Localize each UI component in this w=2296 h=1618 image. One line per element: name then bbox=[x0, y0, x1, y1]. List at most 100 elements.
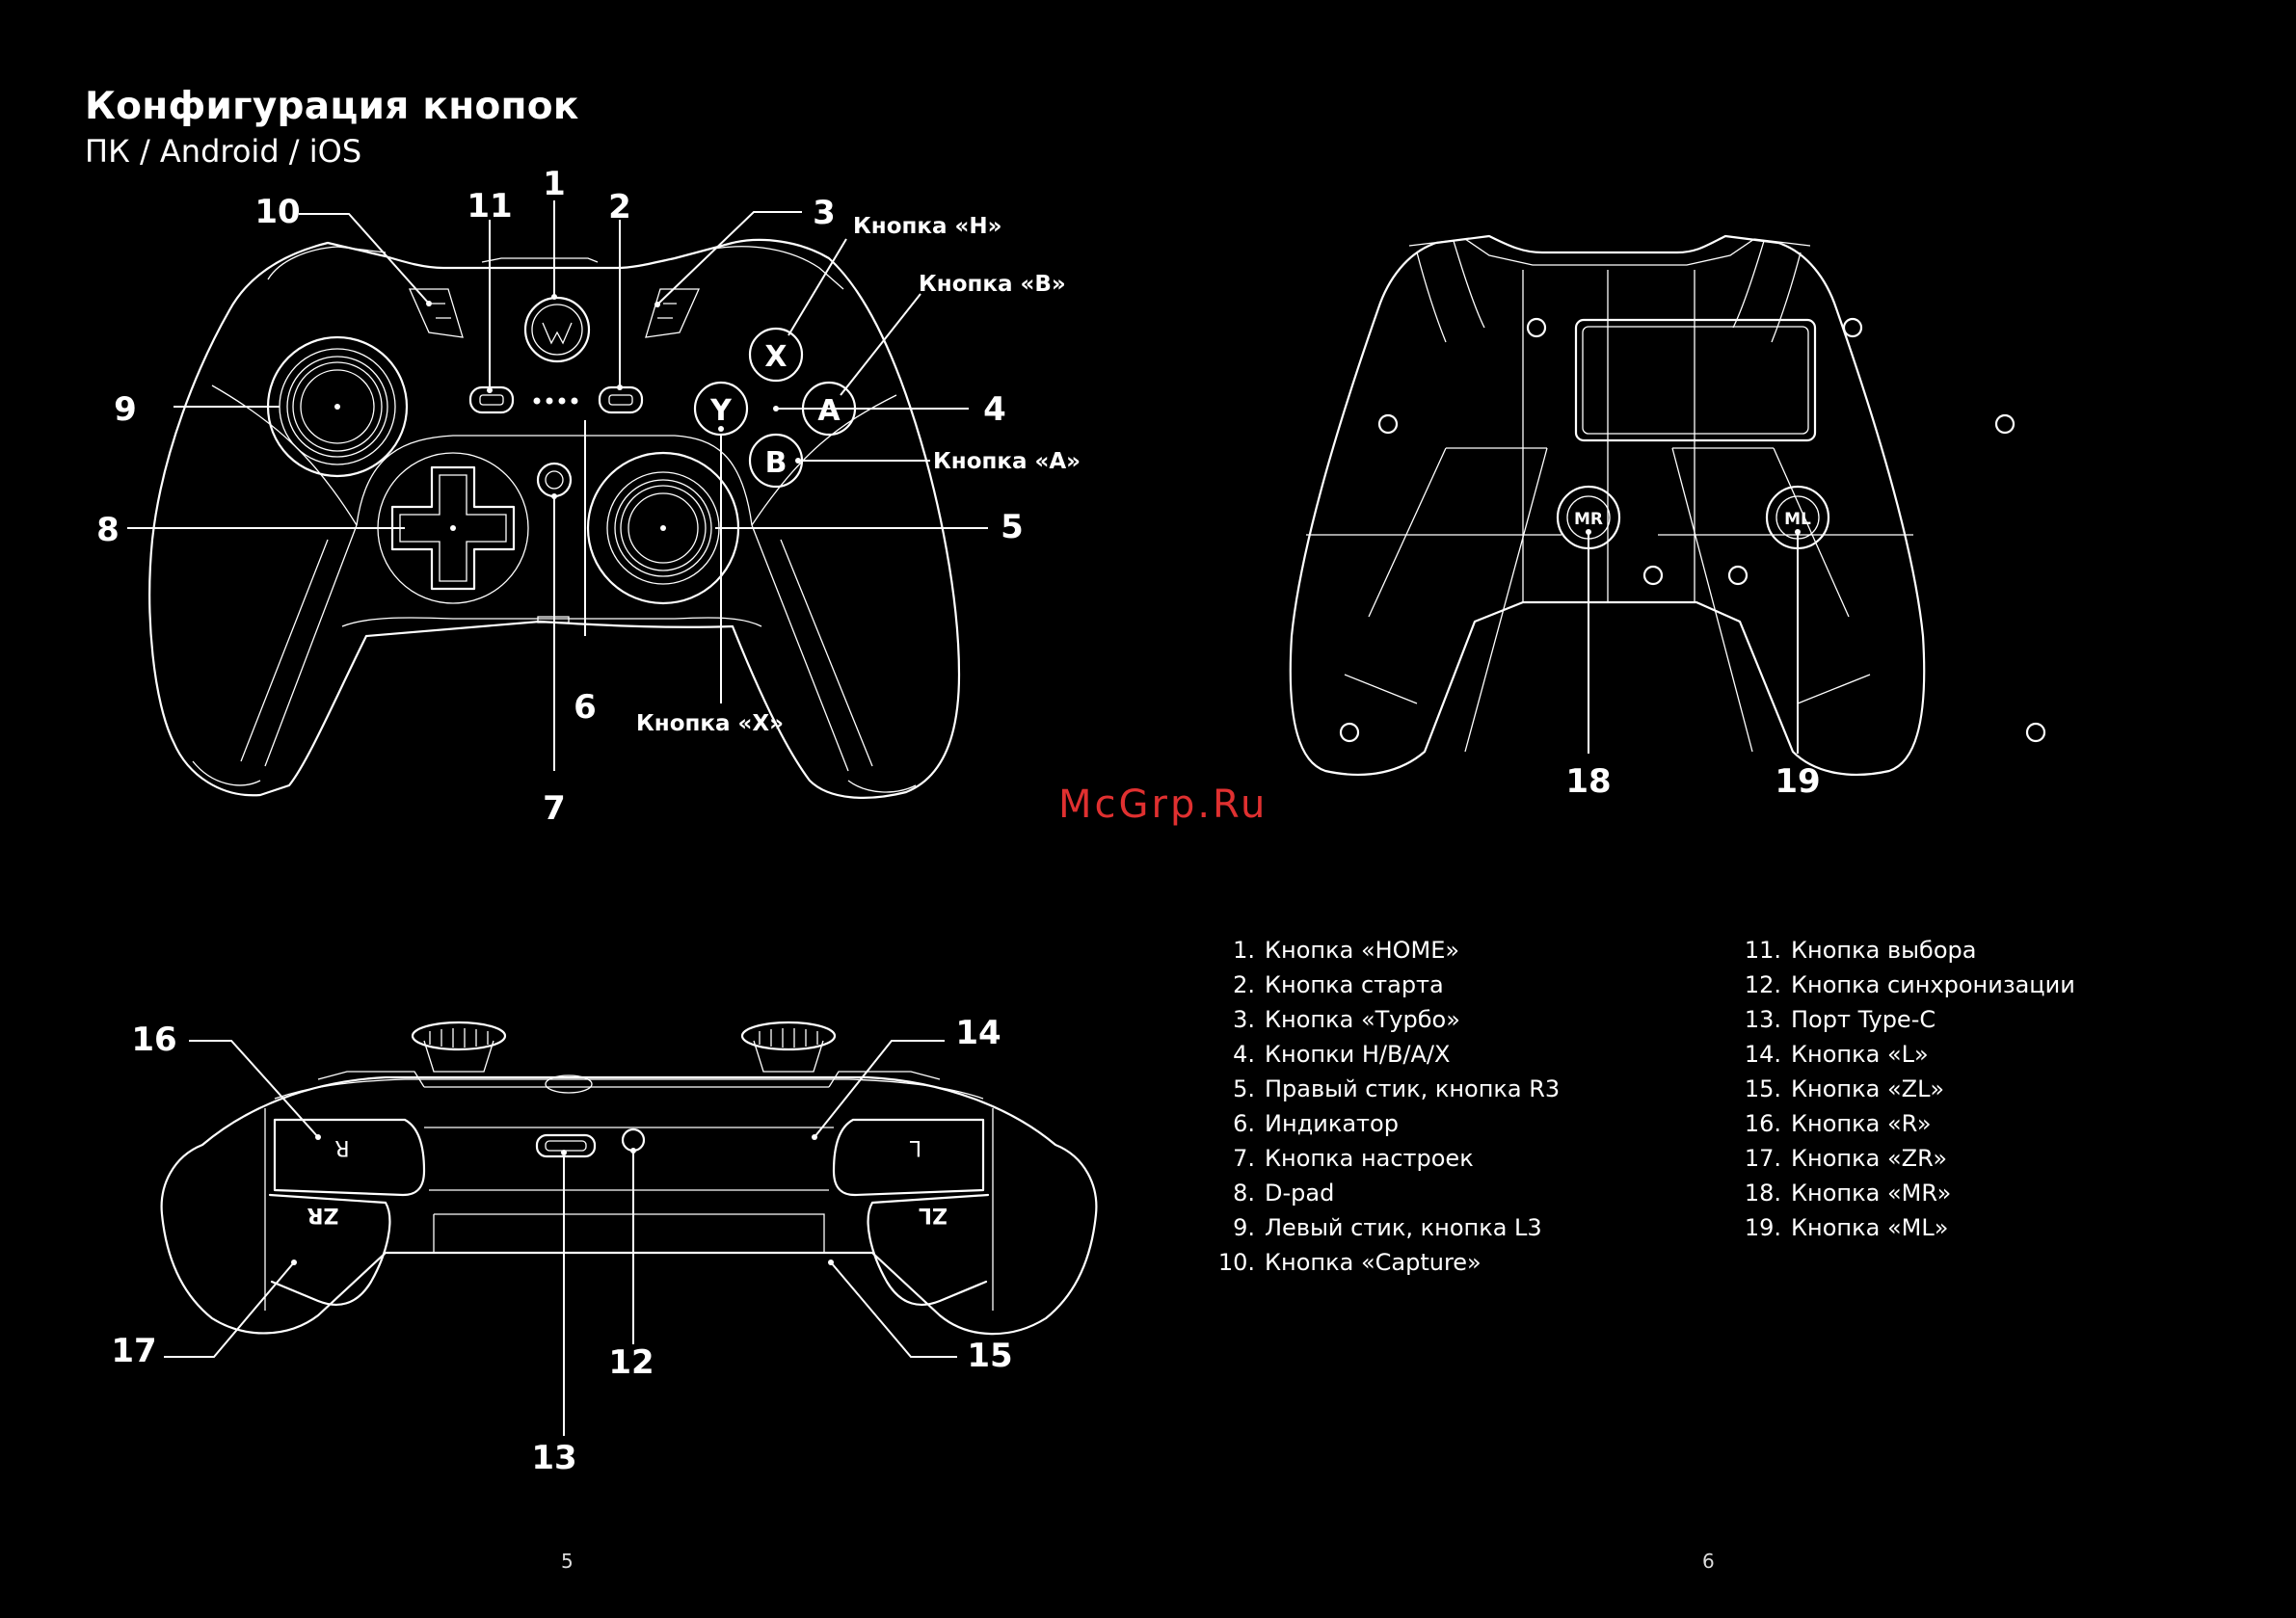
page-number-left: 5 bbox=[561, 1550, 574, 1573]
legend-item: 11. Кнопка выбора bbox=[1735, 933, 2075, 968]
callout-14: 14 bbox=[955, 1014, 1001, 1052]
legend-item-number: 15. bbox=[1744, 1075, 1781, 1102]
paddle-mr-label: MR bbox=[1574, 510, 1603, 529]
svg-text:R: R bbox=[334, 1135, 349, 1159]
legend-item-number: 1. bbox=[1233, 937, 1255, 964]
callout-7: 7 bbox=[543, 789, 566, 828]
page-number-right: 6 bbox=[1702, 1550, 1715, 1573]
legend-item-number: 9. bbox=[1233, 1214, 1255, 1241]
back-view-controller: MR ML bbox=[1289, 234, 2046, 777]
face-button-b-letter: B bbox=[765, 446, 788, 480]
legend-item: 19. Кнопка «ML» bbox=[1735, 1210, 2075, 1245]
legend-item-number: 12. bbox=[1744, 971, 1781, 998]
label-button-b: Кнопка «B» bbox=[919, 272, 1066, 297]
callout-16: 16 bbox=[131, 1021, 176, 1059]
callout-1: 1 bbox=[543, 165, 566, 203]
legend-item-text: D-pad bbox=[1265, 1180, 1335, 1207]
legend-item-text: Кнопка настроек bbox=[1265, 1145, 1474, 1172]
legend-item: 17. Кнопка «ZR» bbox=[1735, 1141, 2075, 1176]
legend-item-number: 10. bbox=[1217, 1249, 1255, 1276]
legend-item-text: Порт Type-C bbox=[1791, 1006, 1936, 1033]
legend-item-number: 6. bbox=[1233, 1110, 1255, 1137]
callout-18: 18 bbox=[1565, 762, 1611, 801]
svg-text:ZL: ZL bbox=[919, 1203, 948, 1227]
legend-item: 16. Кнопка «R» bbox=[1735, 1106, 2075, 1141]
top-view-controller: R L ZR ZL bbox=[160, 1021, 1098, 1336]
legend-item-text: Левый стик, кнопка L3 bbox=[1265, 1214, 1542, 1241]
callout-4: 4 bbox=[983, 390, 1006, 429]
legend-item-number: 13. bbox=[1744, 1006, 1781, 1033]
paddle-ml-label: ML bbox=[1784, 510, 1811, 529]
legend-item-text: Кнопка «ZR» bbox=[1791, 1145, 1947, 1172]
legend-item: 12. Кнопка синхронизации bbox=[1735, 968, 2075, 1002]
legend-item-number: 18. bbox=[1744, 1180, 1781, 1207]
legend-item-text: Кнопка «Турбо» bbox=[1265, 1006, 1460, 1033]
legend-item-text: Кнопка «ML» bbox=[1791, 1214, 1949, 1241]
legend-item-text: Кнопка синхронизации bbox=[1791, 971, 2075, 998]
face-button-a-letter: A bbox=[817, 394, 841, 428]
legend-item: 6. Индикатор bbox=[1209, 1106, 1560, 1141]
legend-item: 5. Правый стик, кнопка R3 bbox=[1209, 1072, 1560, 1106]
legend-item: 1. Кнопка «HOME» bbox=[1209, 933, 1560, 968]
label-button-x: Кнопка «X» bbox=[636, 711, 784, 736]
front-callout-lines bbox=[127, 200, 988, 771]
callout-15: 15 bbox=[967, 1337, 1012, 1375]
legend-item: 8. D-pad bbox=[1209, 1176, 1560, 1210]
svg-text:ZR: ZR bbox=[307, 1203, 339, 1227]
watermark: McGrp.Ru bbox=[1058, 782, 1268, 827]
legend-item-text: Кнопка старта bbox=[1265, 971, 1444, 998]
legend-item-text: Кнопка выбора bbox=[1791, 937, 1977, 964]
legend-item-number: 7. bbox=[1233, 1145, 1255, 1172]
label-button-h: Кнопка «H» bbox=[853, 214, 1002, 239]
svg-text:L: L bbox=[909, 1135, 921, 1159]
legend-item-number: 3. bbox=[1233, 1006, 1255, 1033]
legend-item: 14. Кнопка «L» bbox=[1735, 1037, 2075, 1072]
legend-item-number: 16. bbox=[1744, 1110, 1781, 1137]
face-button-y-letter: Y bbox=[709, 394, 733, 428]
label-button-a: Кнопка «A» bbox=[933, 449, 1081, 474]
legend-item-text: Кнопка «MR» bbox=[1791, 1180, 1952, 1207]
legend-item: 4. Кнопки H/B/A/X bbox=[1209, 1037, 1560, 1072]
legend-item-number: 5. bbox=[1233, 1075, 1255, 1102]
legend-item-number: 11. bbox=[1744, 937, 1781, 964]
front-callout-numbers: 1 2 3 4 5 6 7 8 9 10 11 Кнопка «H» Кнопк… bbox=[96, 165, 1081, 828]
legend-item-number: 4. bbox=[1233, 1041, 1255, 1068]
page-title: Конфигурация кнопок bbox=[85, 85, 579, 128]
callout-10: 10 bbox=[254, 193, 300, 231]
legend-item-number: 14. bbox=[1744, 1041, 1781, 1068]
legend-item-number: 19. bbox=[1744, 1214, 1781, 1241]
top-callouts: 12 13 14 15 16 17 bbox=[111, 1014, 1012, 1477]
callout-3: 3 bbox=[813, 194, 836, 232]
legend-item-number: 8. bbox=[1233, 1180, 1255, 1207]
legend-item-text: Кнопка «HOME» bbox=[1265, 937, 1460, 964]
legend-item-text: Индикатор bbox=[1265, 1110, 1399, 1137]
callout-8: 8 bbox=[96, 511, 120, 549]
legend-item: 15. Кнопка «ZL» bbox=[1735, 1072, 2075, 1106]
legend-item: 10. Кнопка «Capture» bbox=[1209, 1245, 1560, 1280]
callout-2: 2 bbox=[608, 188, 631, 226]
legend-item-text: Кнопка «L» bbox=[1791, 1041, 1929, 1068]
legend-item-number: 17. bbox=[1744, 1145, 1781, 1172]
legend-item-text: Кнопки H/B/A/X bbox=[1265, 1041, 1451, 1068]
callout-11: 11 bbox=[467, 187, 512, 225]
back-callouts: 18 19 bbox=[1565, 529, 1821, 801]
legend-item-text: Кнопка «R» bbox=[1791, 1110, 1932, 1137]
callout-9: 9 bbox=[114, 390, 137, 429]
callout-12: 12 bbox=[608, 1343, 654, 1382]
page-subtitle: ПК / Android / iOS bbox=[85, 133, 362, 170]
legend-item-text: Кнопка «Capture» bbox=[1265, 1249, 1482, 1276]
legend-item: 3. Кнопка «Турбо» bbox=[1209, 1002, 1560, 1037]
callout-6: 6 bbox=[574, 688, 597, 727]
legend-item: 7. Кнопка настроек bbox=[1209, 1141, 1560, 1176]
legend-item-text: Правый стик, кнопка R3 bbox=[1265, 1075, 1561, 1102]
callout-13: 13 bbox=[531, 1439, 576, 1477]
callout-17: 17 bbox=[111, 1332, 156, 1370]
callout-5: 5 bbox=[1001, 508, 1024, 546]
legend-item: 13. Порт Type-C bbox=[1735, 1002, 2075, 1037]
legend-item: 18. Кнопка «MR» bbox=[1735, 1176, 2075, 1210]
legend-item-text: Кнопка «ZL» bbox=[1791, 1075, 1945, 1102]
